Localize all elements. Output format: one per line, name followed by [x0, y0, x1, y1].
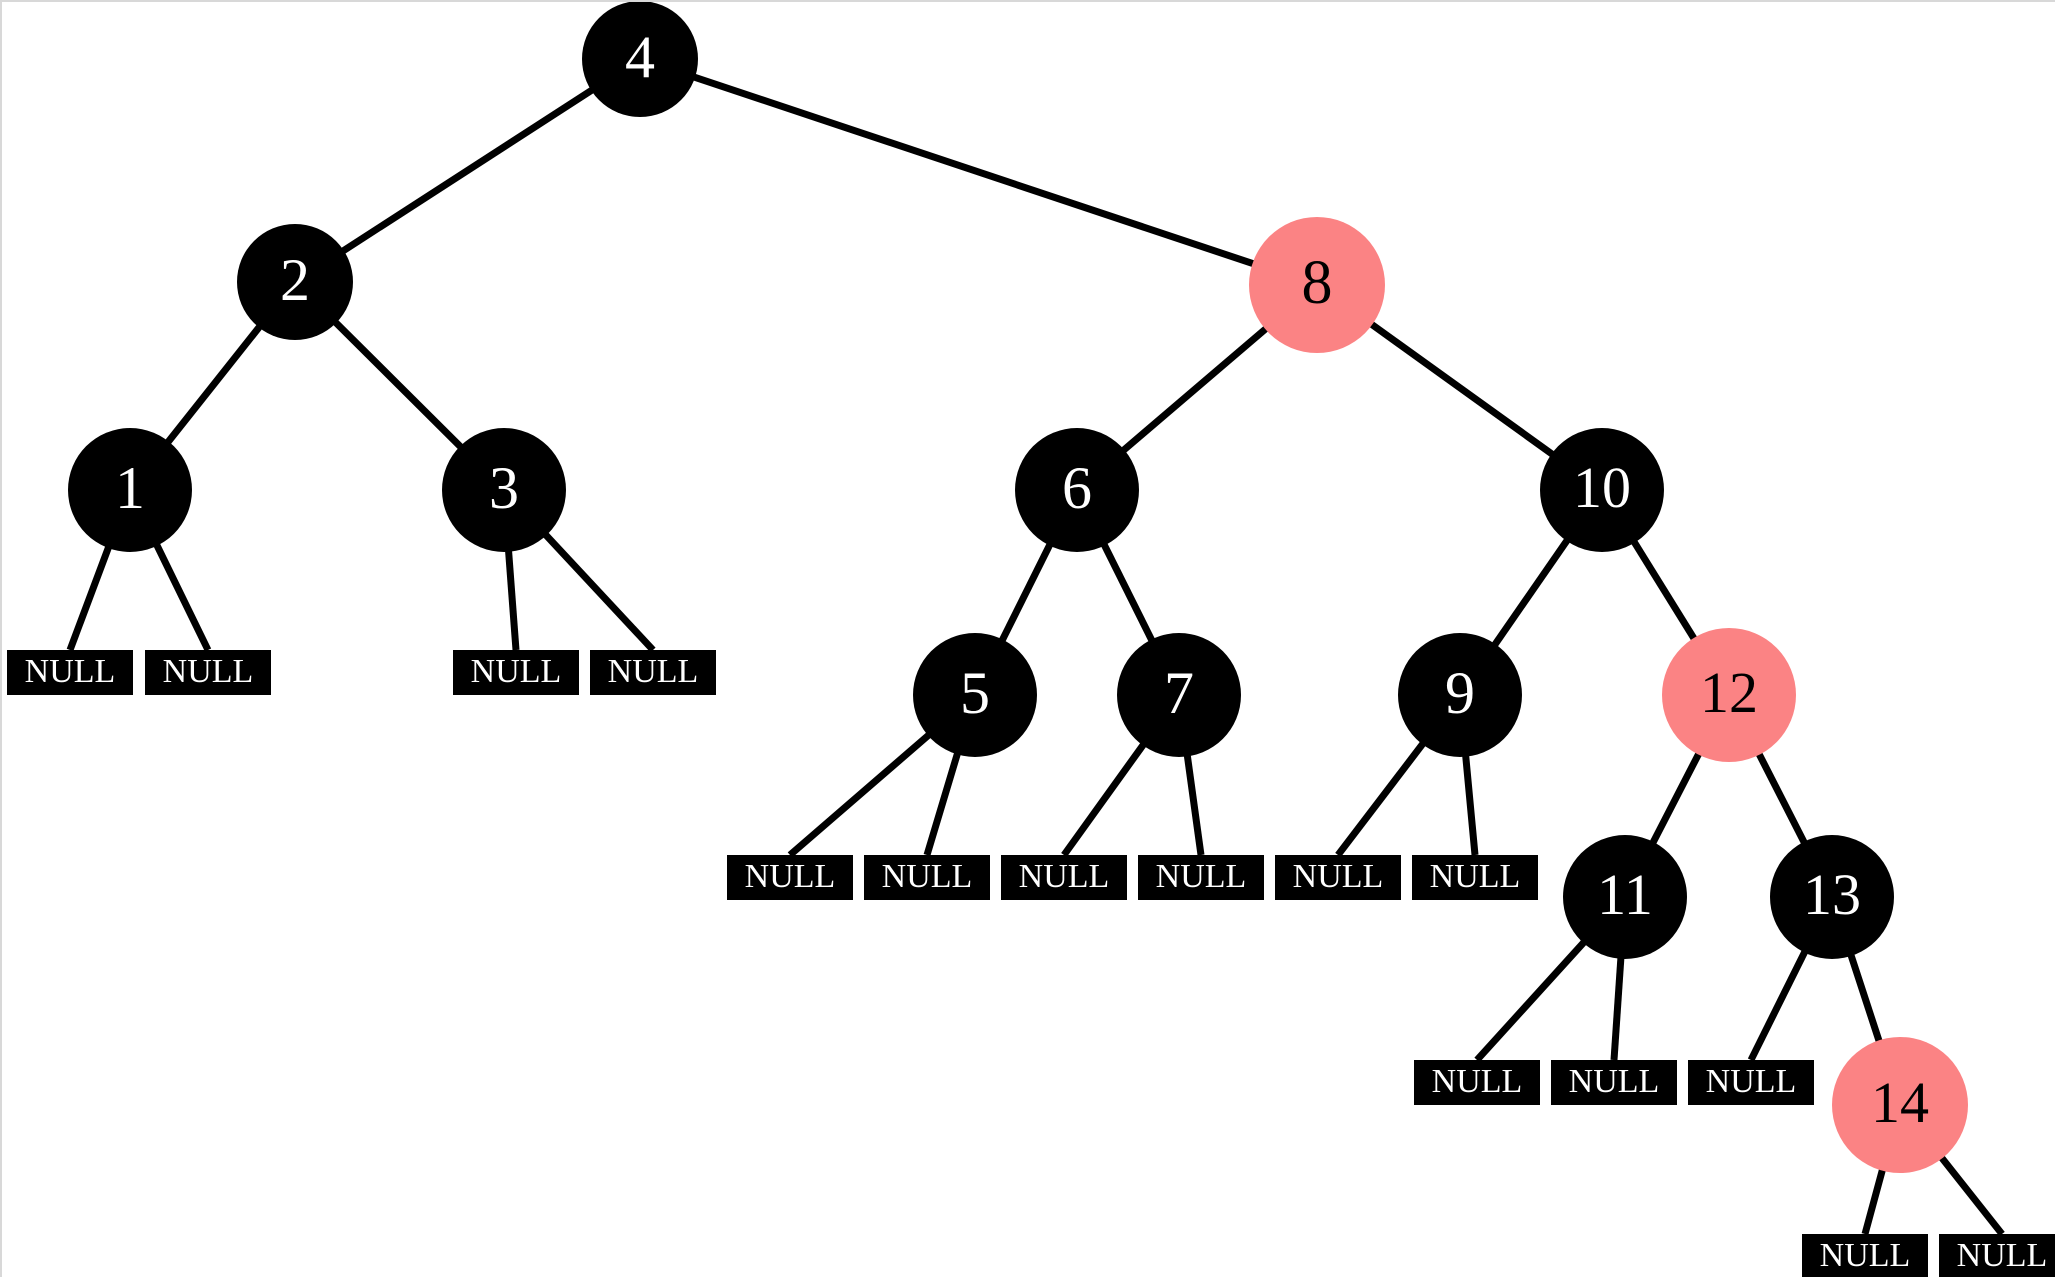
tree-node-1[interactable]: 1 — [68, 428, 192, 552]
tree-edge — [1486, 529, 1576, 656]
tree-node-9[interactable]: 9 — [1398, 633, 1522, 757]
tree-null-leaf[interactable]: NULL — [1802, 1234, 1928, 1277]
tree-null-leaf[interactable]: NULL — [1414, 1060, 1540, 1105]
tree-node-12[interactable]: 12 — [1662, 628, 1796, 762]
tree-node-2[interactable]: 2 — [237, 224, 353, 340]
tree-node-label: 13 — [1803, 862, 1861, 927]
tree-node-label: 3 — [489, 455, 519, 521]
tree-null-leaf[interactable]: NULL — [1001, 855, 1127, 900]
tree-node-label: 12 — [1700, 660, 1758, 725]
tree-node-label: 11 — [1597, 862, 1653, 927]
tree-edge — [1461, 745, 1479, 856]
tree-node-label: 4 — [625, 24, 655, 90]
tree-edge — [1747, 940, 1813, 1062]
tree-null-leaf[interactable]: NULL — [1939, 1234, 2055, 1277]
tree-null-leaf-label: NULL — [1429, 857, 1521, 895]
tree-null-leaf[interactable]: NULL — [864, 855, 990, 900]
tree-node-14[interactable]: 14 — [1832, 1037, 1968, 1173]
tree-edge — [1335, 733, 1432, 858]
tree-node-13[interactable]: 13 — [1770, 835, 1894, 959]
tree-edge — [158, 317, 269, 453]
tree-edge — [1061, 734, 1153, 858]
tree-null-leaf-label: NULL — [1292, 857, 1384, 895]
tree-null-leaf[interactable]: NULL — [727, 855, 853, 900]
tree-edge — [1931, 1146, 2005, 1237]
tree-node-5[interactable]: 5 — [913, 633, 1037, 757]
tree-edge — [923, 742, 964, 857]
tree-node-label: 7 — [1164, 660, 1194, 726]
tree-edge — [1474, 932, 1594, 1063]
tree-edge — [1096, 533, 1160, 652]
tree-edge — [1182, 744, 1205, 856]
tree-edge — [1750, 742, 1813, 854]
tree-node-label: 1 — [115, 455, 145, 521]
tree-edge — [66, 536, 116, 652]
tree-edge — [1360, 314, 1563, 464]
tree-null-leaf[interactable]: NULL — [1412, 855, 1538, 900]
tree-edge — [333, 81, 602, 260]
tree-node-label: 6 — [1062, 455, 1092, 521]
tree-node-label: 9 — [1445, 660, 1475, 726]
tree-edge — [787, 725, 939, 858]
tree-null-leaf[interactable]: NULL — [7, 650, 133, 695]
tree-node-label: 5 — [960, 660, 990, 726]
tree-null-leaf[interactable]: NULL — [1551, 1060, 1677, 1105]
tree-null-leaf[interactable]: NULL — [1275, 855, 1401, 900]
tree-edge — [1610, 947, 1626, 1061]
tree-null-leaf-label: NULL — [1431, 1062, 1523, 1100]
tree-null-leaf-label: NULL — [1956, 1236, 2048, 1274]
tree-node-label: 10 — [1573, 455, 1631, 520]
tree-null-leaf-label: NULL — [881, 857, 973, 895]
tree-edge — [326, 313, 471, 457]
tree-node-label: 14 — [1871, 1070, 1929, 1135]
tree-node-10[interactable]: 10 — [1540, 428, 1664, 552]
tree-node-11[interactable]: 11 — [1563, 835, 1687, 959]
tree-edge — [1844, 944, 1886, 1054]
tree-node-8[interactable]: 8 — [1249, 217, 1385, 353]
tree-node-3[interactable]: 3 — [442, 428, 566, 552]
tree-null-leaf-label: NULL — [1568, 1062, 1660, 1100]
tree-edge — [1625, 531, 1704, 651]
tree-edge — [536, 524, 656, 653]
tree-edge — [504, 540, 520, 651]
tree-edge — [994, 533, 1058, 652]
tree-null-leaf-label: NULL — [24, 652, 116, 690]
tree-node-7[interactable]: 7 — [1117, 633, 1241, 757]
tree-node-label: 2 — [280, 247, 310, 313]
tree-null-leaf-label: NULL — [744, 857, 836, 895]
tree-node-6[interactable]: 6 — [1015, 428, 1139, 552]
tree-edge — [1645, 742, 1707, 854]
tree-node-4[interactable]: 4 — [582, 2, 698, 117]
tree-null-leaf-label: NULL — [470, 652, 562, 690]
tree-null-leaf[interactable]: NULL — [453, 650, 579, 695]
tree-null-leaf[interactable]: NULL — [145, 650, 271, 695]
tree-null-leaf[interactable]: NULL — [590, 650, 716, 695]
tree-null-leaf[interactable]: NULL — [1138, 855, 1264, 900]
tree-edge — [149, 534, 212, 652]
tree-null-leaf-label: NULL — [1819, 1236, 1911, 1274]
tree-null-leaf-label: NULL — [1155, 857, 1247, 895]
tree-null-leaf-label: NULL — [1705, 1062, 1797, 1100]
tree-node-label: 8 — [1301, 249, 1333, 317]
tree-edge — [684, 70, 1266, 271]
tree-null-leaf-label: NULL — [1018, 857, 1110, 895]
tree-null-leaf-label: NULL — [162, 652, 254, 690]
tree-null-leaf-label: NULL — [607, 652, 699, 690]
tree-null-leaf[interactable]: NULL — [1688, 1060, 1814, 1105]
tree-edge — [1113, 318, 1277, 460]
